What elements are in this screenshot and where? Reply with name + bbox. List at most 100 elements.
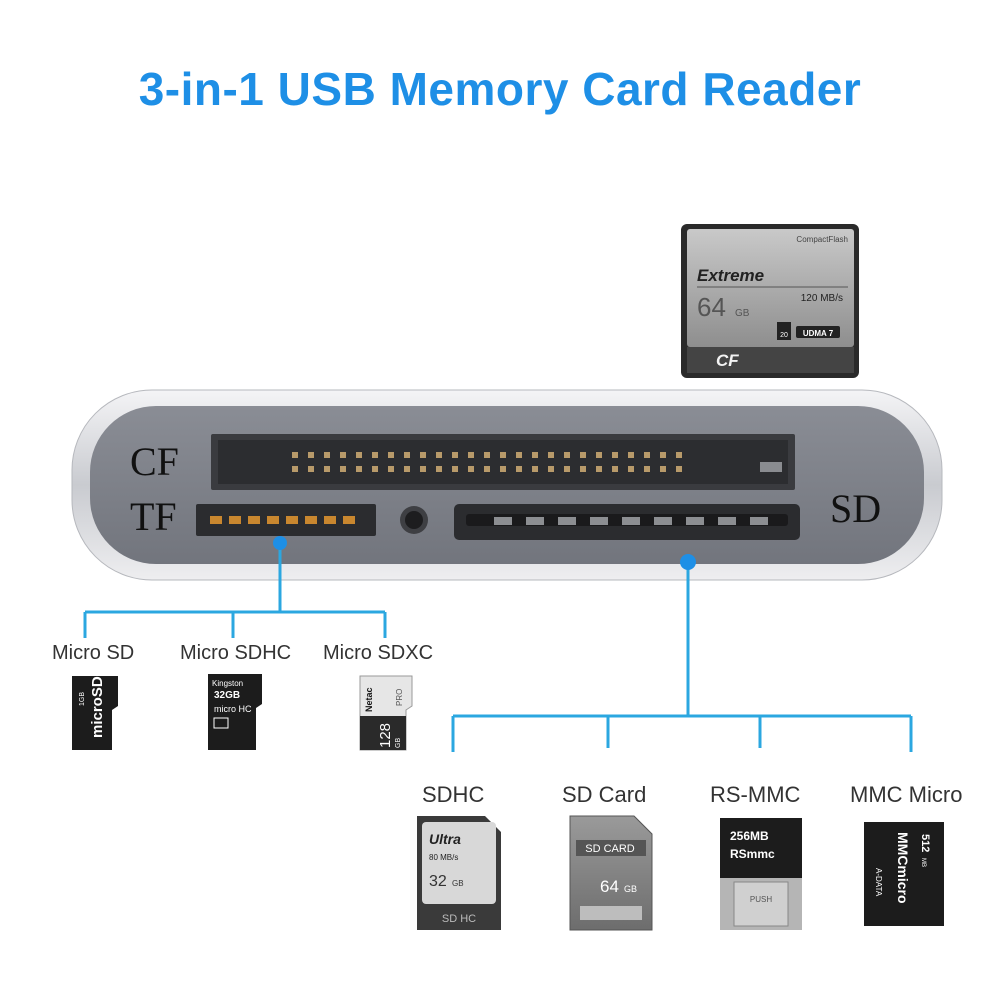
- cf-pin: [660, 452, 666, 458]
- svg-text:PRO: PRO: [395, 689, 404, 706]
- sd-pin: [654, 517, 672, 525]
- cf-pin: [644, 452, 650, 458]
- cf-udma: UDMA 7: [803, 329, 834, 338]
- cf-pin: [612, 452, 618, 458]
- cf-pin: [676, 452, 682, 458]
- cf-pin: [580, 466, 586, 472]
- label-micro-sdxc: Micro SDXC: [323, 642, 434, 664]
- cf-pin: [356, 466, 362, 472]
- cf-name: Extreme: [697, 266, 764, 285]
- sd-pin: [494, 517, 512, 525]
- cf-pin: [676, 466, 682, 472]
- cf-speed: 120 MB/s: [801, 293, 843, 304]
- cf-pin: [548, 466, 554, 472]
- cf-pin: [660, 466, 666, 472]
- cf-pin: [372, 466, 378, 472]
- svg-text:128: 128: [377, 723, 394, 748]
- sd-pin: [526, 517, 544, 525]
- cf-pin: [484, 452, 490, 458]
- svg-text:MMCmicro: MMCmicro: [895, 832, 911, 904]
- cf-brand: CompactFlash: [796, 235, 848, 244]
- cf-slot-label: CF: [130, 439, 179, 484]
- svg-text:GB: GB: [624, 884, 637, 894]
- tf-pin: [210, 516, 222, 524]
- cf-pin: [436, 452, 442, 458]
- sd-pin: [686, 517, 704, 525]
- cf-pin: [500, 452, 506, 458]
- svg-text:A-DATA: A-DATA: [874, 868, 883, 897]
- cf-pin: [404, 466, 410, 472]
- cf-pin: [484, 466, 490, 472]
- cf-pin: [356, 452, 362, 458]
- svg-text:32: 32: [429, 873, 447, 890]
- sd-slot: [454, 504, 800, 540]
- connector-lines: [83, 543, 913, 752]
- sd-pin: [590, 517, 608, 525]
- cf-pin: [468, 452, 474, 458]
- cf-pin: [388, 452, 394, 458]
- cf-pin: [308, 452, 314, 458]
- cf-pin: [308, 466, 314, 472]
- cf-pin: [516, 466, 522, 472]
- tf-slot-label: TF: [130, 494, 177, 539]
- cf-pin: [532, 452, 538, 458]
- label-mmc-micro: MMC Micro: [850, 782, 963, 807]
- svg-text:GB: GB: [452, 879, 464, 888]
- svg-text:SD CARD: SD CARD: [585, 843, 635, 855]
- label-sdhc: SDHC: [422, 782, 485, 807]
- sd-pin: [622, 517, 640, 525]
- micro-sdhc-card: Kingston 32GB micro HC: [208, 674, 262, 750]
- svg-text:GB: GB: [395, 738, 402, 748]
- micro-sdxc-card: Netac 128 GB PRO: [359, 675, 413, 751]
- cf-pin: [532, 466, 538, 472]
- cf-pin: [580, 452, 586, 458]
- card-reader: CF TF SD: [71, 389, 943, 581]
- tf-pin: [229, 516, 241, 524]
- svg-text:micro HC: micro HC: [214, 704, 252, 714]
- svg-text:1GB: 1GB: [79, 692, 86, 706]
- cf-pin: [596, 452, 602, 458]
- cf-capacity-unit: GB: [735, 308, 750, 319]
- svg-text:Kingston: Kingston: [212, 679, 243, 688]
- cf-pin: [500, 466, 506, 472]
- cf-pin: [292, 466, 298, 472]
- tf-pin: [248, 516, 260, 524]
- cf-pin: [644, 466, 650, 472]
- cf-pin: [404, 452, 410, 458]
- tf-pin: [324, 516, 336, 524]
- svg-text:microSD: microSD: [89, 676, 106, 738]
- cf-pin: [292, 452, 298, 458]
- label-rs-mmc: RS-MMC: [710, 782, 801, 807]
- page-title: 3-in-1 USB Memory Card Reader: [138, 63, 862, 115]
- svg-text:32GB: 32GB: [214, 690, 240, 701]
- cf-pin: [324, 466, 330, 472]
- svg-text:PUSH: PUSH: [750, 895, 772, 904]
- cf-pin: [388, 466, 394, 472]
- sd-pin: [750, 517, 768, 525]
- tf-pin: [343, 516, 355, 524]
- cf-pin: [564, 452, 570, 458]
- label-micro-sd: Micro SD: [52, 642, 135, 664]
- svg-text:80 MB/s: 80 MB/s: [429, 853, 458, 862]
- tf-slot: [196, 504, 376, 536]
- sd-connector-dot: [680, 554, 696, 570]
- micro-sd-card: microSD 1GB: [72, 676, 118, 750]
- cf-pin: [628, 466, 634, 472]
- svg-text:Ultra: Ultra: [429, 831, 461, 847]
- tf-pin: [286, 516, 298, 524]
- cf-pin: [468, 466, 474, 472]
- cf-pin: [436, 466, 442, 472]
- cf-pin: [516, 452, 522, 458]
- label-micro-sdhc: Micro SDHC: [180, 642, 292, 664]
- tf-pin: [305, 516, 317, 524]
- svg-text:256MB: 256MB: [730, 829, 769, 843]
- rs-mmc-card: 256MB RSmmc PUSH: [720, 818, 802, 930]
- cf-pin: [564, 466, 570, 472]
- svg-text:MB: MB: [920, 858, 926, 867]
- cf-pin: [420, 466, 426, 472]
- svg-text:Netac: Netac: [364, 687, 374, 712]
- cf-pin: [548, 452, 554, 458]
- cf-pin: [340, 452, 346, 458]
- cf-pin: [420, 452, 426, 458]
